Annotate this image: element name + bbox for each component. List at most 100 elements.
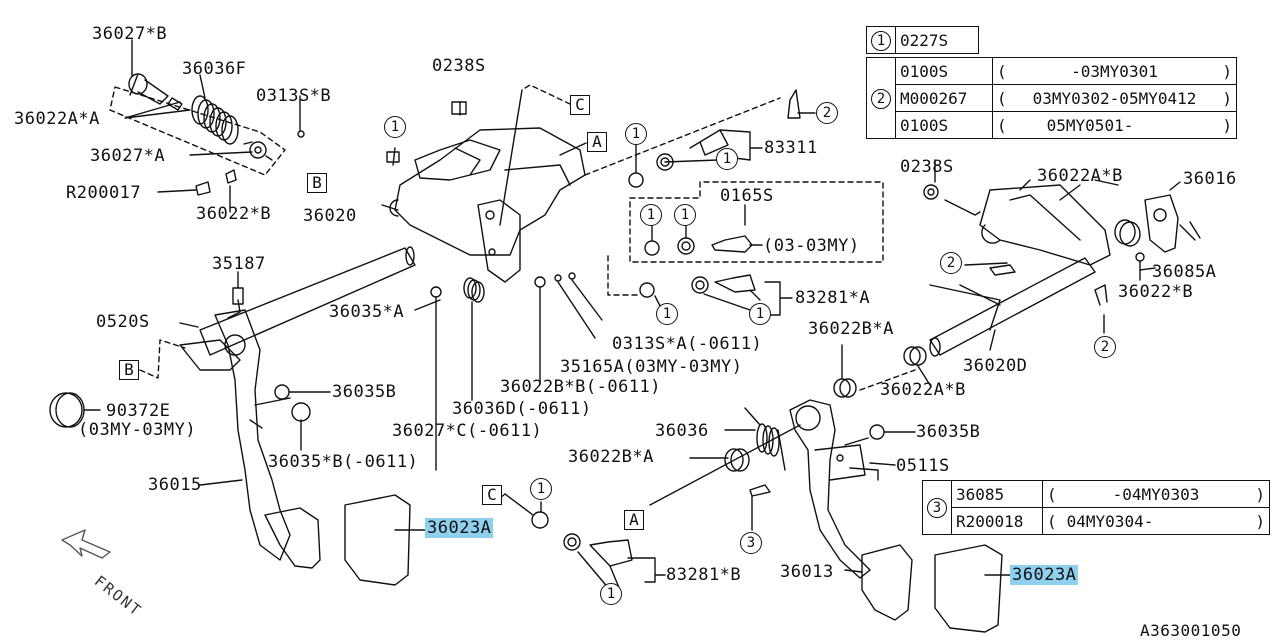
table1-row2-range-text: 05MY0501- [1046,115,1134,135]
table3-row0-open: ( [1047,484,1057,504]
table3-row1-part: R200018 [951,507,1043,535]
part-label-36022-b-right: 36022*B [1118,282,1194,302]
table1-row2-range: (05MY0501-) [992,111,1237,139]
part-label-0520s: 0520S [96,312,150,332]
table1-group-cell: 2 [866,57,896,139]
part-label-36035b-right: 36035B [916,422,981,442]
part-label-36022b-a-left: 36022B*A [568,447,654,467]
table1-row1-open: ( [997,88,1007,108]
part-label-36036f: 36036F [182,59,247,79]
part-label-36013: 36013 [780,562,834,582]
callout-circle-2-bolt: 2 [816,102,838,124]
table1-row1-close: ) [1222,88,1232,108]
part-label-36027-c: 36027*C(-0611) [392,421,543,441]
table1-row2-part: 0100S [895,111,993,139]
table3-row1-close: ) [1255,511,1265,531]
part-number-highlight-right: 36023A [1010,565,1079,585]
part-label-36022b-b: 36022B*B(-0611) [500,377,662,397]
callout-circle-1-bracket: 1 [384,116,406,138]
part-label-36022-b: 36022*B [196,204,272,224]
table1-num-cell: 1 [866,26,896,54]
callout-circle-3: 3 [740,532,762,554]
table3-row1-open: ( [1047,511,1057,531]
table1-row0-open: ( [997,61,1007,81]
table1-row1-part: M000267 [895,84,993,112]
callout-box-b-top: B [307,173,327,193]
part-label-36085a: 36085A [1152,262,1217,282]
table3-row0-close: ) [1255,484,1265,504]
callout-box-c-top: C [570,95,590,115]
part-label-36035-b: 36035*B(-0611) [268,452,419,472]
part-label-0238s-right: 0238S [900,157,954,177]
part-label-83311: 83311 [764,138,818,158]
part-label-36027-a: 36027*A [90,146,166,166]
table3-group-num: 3 [927,498,947,518]
part-label-36036: 36036 [655,421,709,441]
part-label-0511s: 0511S [896,456,950,476]
bolt-table: 3 36085 (-04MY0303) R200018 (04MY0304-) [922,480,1270,535]
callout-circle-1-lower-a: 1 [656,303,678,325]
brake-pedal-drawing [789,399,913,621]
part-label-36016: 36016 [1183,169,1237,189]
table1-row1-range: (03MY0302-05MY0412) [992,84,1237,112]
bracket-drawing [389,89,586,283]
part-label-0313s-b: 0313S*B [256,86,332,106]
part-label-36022a-b-top: 36022A*B [1037,166,1123,186]
table3-row0-range-text: -04MY0303 [1112,484,1200,504]
callout-box-a-bottom: A [624,510,644,530]
part-label-36022b-a-top: 36022B*A [808,319,894,339]
part-label-36036d: 36036D(-0611) [452,399,592,419]
part-label-83281-a: 83281*A [795,288,871,308]
callout-circle-1-box-a: 1 [640,204,662,226]
table1-row0-range-text: -03MY0301 [1071,61,1158,81]
part-label-36035b-left: 36035B [332,382,397,402]
part-label-36023a-left: 36023A [425,518,494,538]
brake-bracket-drawing [979,179,1111,266]
table3-group-cell: 3 [922,480,952,535]
callout-box-c-bottom: C [482,485,502,505]
part-label-35187: 35187 [212,254,266,274]
part-label-0165s-range: (03-03MY) [763,236,860,256]
callout-circle-1-switch: 1 [625,123,647,145]
callout-box-b-left: B [119,360,139,380]
part-label-36022a-a: 36022A*A [14,109,100,129]
part-label-36020d: 36020D [963,356,1028,376]
part-label-36020: 36020 [303,206,357,226]
part-label-36022a-b-mid: 36022A*B [880,380,966,400]
callout-circle-1-bottom: 1 [530,478,552,500]
part-label-r200017: R200017 [66,183,142,203]
callout-box-a-top: A [587,132,607,152]
table1-row0-part: 0100S [895,57,993,85]
table1-row0-range: ( -03MY0301) [992,57,1237,85]
part-label-35165a: 35165A(03MY-03MY) [560,357,743,377]
table1-row0-close: ) [1222,61,1232,81]
spring-assembly-drawing [109,73,305,196]
diagram-id: A363001050 [1140,621,1242,640]
part-label-36035-a: 36035*A [329,302,405,322]
part-number-highlight-left: 36023A [425,518,494,538]
callout-circle-2-lower: 2 [1094,336,1116,358]
fastener-table-header: 1 0227S [866,26,979,54]
part-label-0238s-top: 0238S [432,56,486,76]
table3-row1-range: (04MY0304-) [1042,507,1270,535]
part-label-83281-b: 83281*B [666,565,742,585]
callout-circle-1-lower-b: 1 [749,303,771,325]
part-label-90372e: 90372E [106,401,171,421]
table1-group-num: 2 [871,88,891,109]
part-label-0165s: 0165S [720,186,774,206]
callout-circle-1-box-b: 1 [674,204,696,226]
clutch-pedal-drawing [179,287,321,569]
callout-circle-2-right: 2 [940,252,962,274]
table1-num: 1 [871,30,891,51]
table1-row2-open: ( [997,115,1007,135]
table1-row2-close: ) [1222,115,1232,135]
fastener-table: 2 0100S ( -03MY0301) M000267 (03MY0302-05… [866,57,1237,139]
table1-row1-range-text: 03MY0302-05MY0412 [1032,88,1197,108]
part-label-36027-b: 36027*B [92,24,168,44]
callout-circle-1-switch-b: 1 [716,148,738,170]
shaft-drawing [199,246,416,356]
part-label-90372e-range: (03MY-03MY) [78,420,197,440]
table3-row0-range: ( -04MY0303) [1042,480,1270,508]
